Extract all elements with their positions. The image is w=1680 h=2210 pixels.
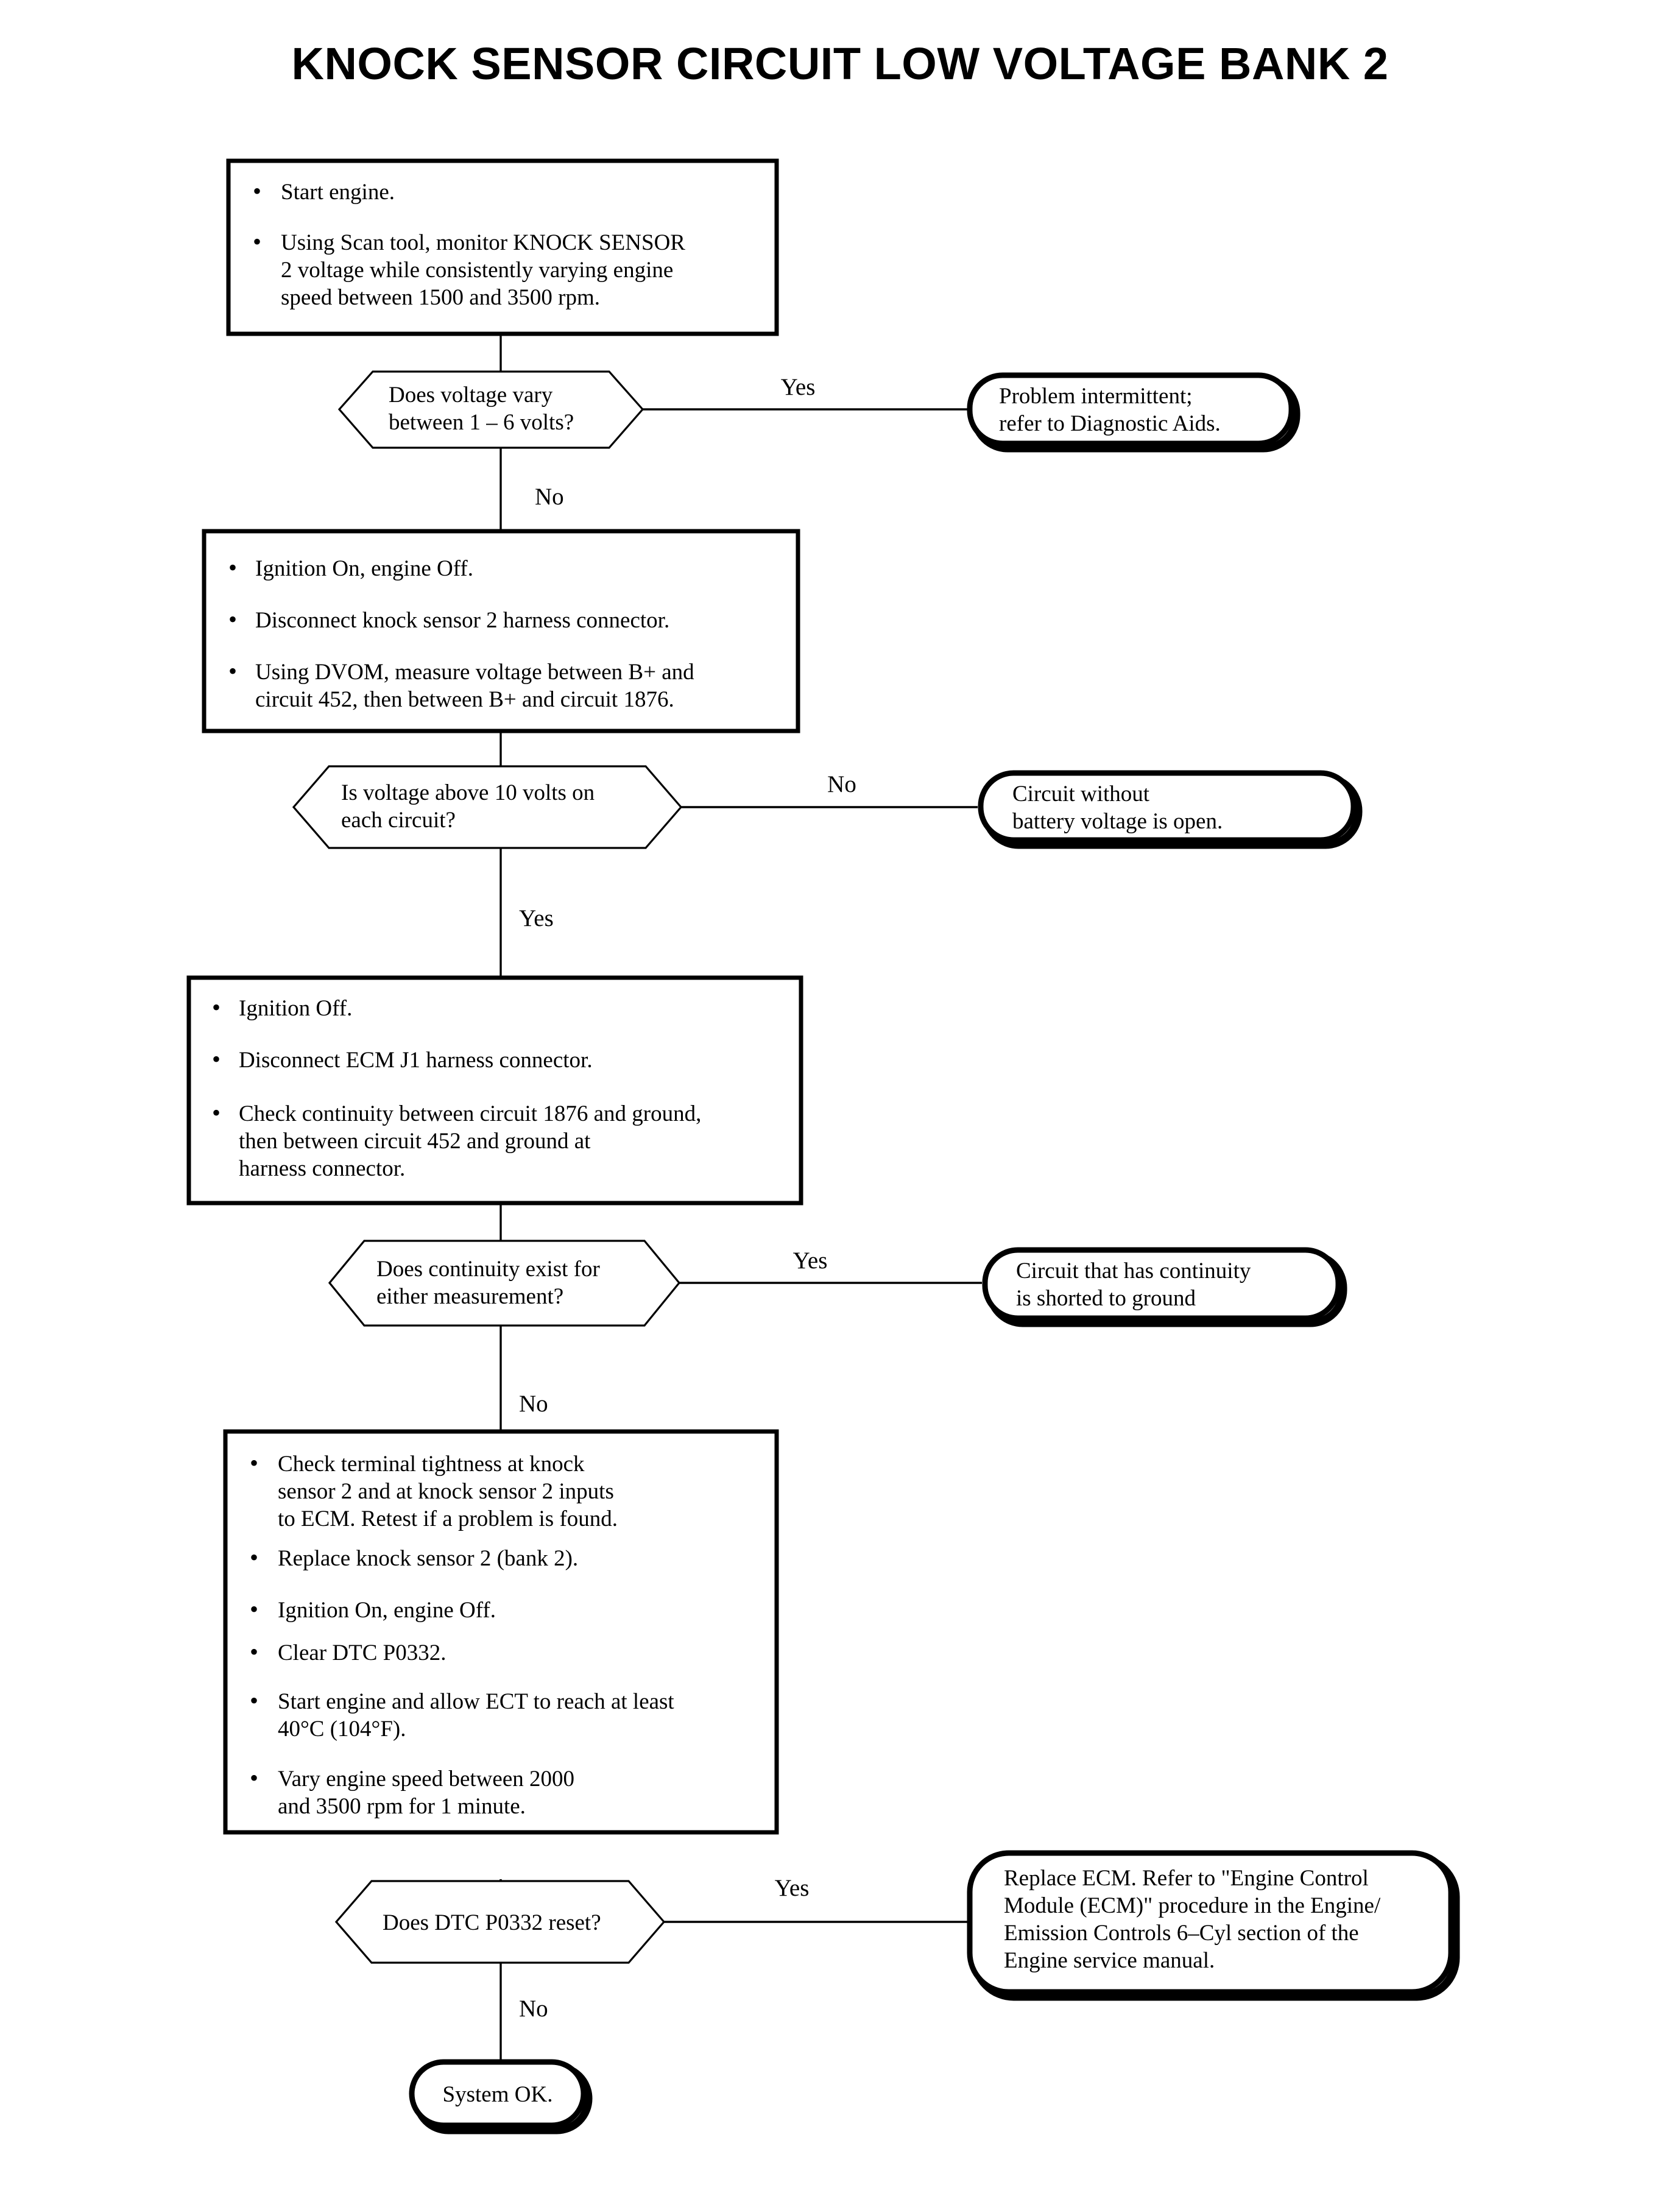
step4-bullet-2-line-0: Ignition On, engine Off.	[278, 1598, 496, 1623]
terminal1-shape	[967, 372, 1294, 447]
terminal4-line-2: Emission Controls 6–Cyl section of the	[1004, 1921, 1359, 1946]
terminal-2: Circuit without battery voltage is open.	[978, 770, 1363, 849]
terminal5-shape	[409, 2059, 587, 2128]
decision-1: Does voltage vary between 1 – 6 volts? Y…	[337, 370, 816, 510]
terminal3-line-0: Circuit that has continuity	[1016, 1259, 1251, 1283]
decision-2: Is voltage above 10 volts on each circui…	[292, 765, 856, 931]
terminal1-line-0: Problem intermittent;	[999, 384, 1193, 409]
step3-bullet-0-line-0: Ignition Off.	[239, 996, 352, 1021]
decision4-hexagon	[334, 1880, 666, 1964]
step-box-2: • Ignition On, engine Off. • Disconnect …	[202, 529, 800, 733]
decision2-hexagon	[292, 765, 683, 849]
bullet-icon: •	[253, 177, 261, 205]
terminal1-line-1: refer to Diagnostic Aids.	[999, 411, 1221, 436]
step4-bullet-0-line-0: Check terminal tightness at knock	[278, 1452, 585, 1477]
terminal2-line-1: battery voltage is open.	[1012, 809, 1223, 834]
step2-bullet-2-line-1: circuit 452, then between B+ and circuit…	[255, 687, 674, 712]
step2-rect	[202, 529, 800, 733]
step-box-4: • Check terminal tightness at knock sens…	[223, 1429, 779, 1835]
decision4-line-0: Does DTC P0332 reset?	[383, 1910, 601, 1935]
decision2-yes-label: Yes	[519, 905, 554, 931]
decision3-line-1: either measurement?	[376, 1284, 563, 1309]
step2-bullet-0-line-0: Ignition On, engine Off.	[255, 556, 473, 581]
step4-bullet-4-line-1: 40°C (104°F).	[278, 1717, 406, 1742]
bullet-icon: •	[250, 1638, 258, 1665]
step4-bullet-3-line-0: Clear DTC P0332.	[278, 1640, 446, 1665]
terminal-1: Problem intermittent; refer to Diagnosti…	[967, 372, 1301, 453]
decision1-line-1: between 1 – 6 volts?	[389, 410, 574, 435]
terminal3-line-1: is shorted to ground	[1016, 1286, 1196, 1311]
decision3-hexagon	[328, 1240, 681, 1327]
step3-bullet-2-line-1: then between circuit 452 and ground at	[239, 1129, 591, 1154]
terminal-3: Circuit that has continuity is shorted t…	[982, 1247, 1347, 1327]
terminal3-shape	[982, 1247, 1341, 1321]
step2-bullet-2-line-0: Using DVOM, measure voltage between B+ a…	[255, 660, 694, 685]
bullet-icon: •	[250, 1687, 258, 1714]
step1-bullet-0-line-0: Start engine.	[281, 180, 395, 205]
decision-3: Does continuity exist for either measure…	[328, 1240, 828, 1417]
decision3-no-label: No	[519, 1391, 548, 1417]
terminal4-line-3: Engine service manual.	[1004, 1948, 1215, 1973]
step3-bullet-2-line-2: harness connector.	[239, 1156, 405, 1181]
bullet-icon: •	[228, 657, 237, 685]
decision4-yes-label: Yes	[775, 1875, 810, 1901]
terminal5-line-0: System OK.	[443, 2082, 553, 2107]
step4-bullet-0-line-2: to ECM. Retest if a problem is found.	[278, 1506, 618, 1531]
decision4-no-label: No	[519, 1996, 548, 2022]
decision-4: Does DTC P0332 reset? Yes No	[334, 1875, 810, 2022]
step3-rect	[186, 975, 803, 1206]
terminal4-line-0: Replace ECM. Refer to "Engine Control	[1004, 1866, 1369, 1891]
step4-bullet-4-line-0: Start engine and allow ECT to reach at l…	[278, 1689, 674, 1714]
decision1-yes-label: Yes	[781, 374, 816, 400]
terminal2-line-0: Circuit without	[1012, 782, 1150, 807]
step4-bullet-5-line-0: Vary engine speed between 2000	[278, 1767, 574, 1792]
step1-bullet-1-line-2: speed between 1500 and 3500 rpm.	[281, 285, 600, 310]
terminal4-line-1: Module (ECM)" procedure in the Engine/	[1004, 1893, 1381, 1918]
step-box-3: • Ignition Off. • Disconnect ECM J1 harn…	[186, 975, 803, 1206]
bullet-icon: •	[228, 554, 237, 581]
step4-rect	[223, 1429, 779, 1835]
bullet-icon: •	[250, 1449, 258, 1477]
step4-bullet-1-line-0: Replace knock sensor 2 (bank 2).	[278, 1546, 578, 1571]
step4-bullet-0-line-1: sensor 2 and at knock sensor 2 inputs	[278, 1479, 614, 1504]
step2-bullet-1-line-0: Disconnect knock sensor 2 harness connec…	[255, 608, 669, 633]
bullet-icon: •	[250, 1595, 258, 1623]
decision2-no-label: No	[827, 771, 856, 797]
decision2-line-0: Is voltage above 10 volts on	[341, 780, 595, 805]
terminal-5: System OK.	[409, 2059, 593, 2134]
step1-bullet-1-line-0: Using Scan tool, monitor KNOCK SENSOR	[281, 230, 685, 255]
bullet-icon: •	[253, 228, 261, 255]
step3-bullet-2-line-0: Check continuity between circuit 1876 an…	[239, 1101, 701, 1126]
bullet-icon: •	[212, 1099, 221, 1126]
bullet-icon: •	[228, 605, 237, 633]
step1-rect	[226, 158, 779, 336]
page-title: KNOCK SENSOR CIRCUIT LOW VOLTAGE BANK 2	[292, 38, 1389, 89]
terminal4-shape	[967, 1850, 1454, 1995]
bullet-icon: •	[250, 1764, 258, 1792]
bullet-icon: •	[212, 1045, 221, 1073]
step1-bullet-1-line-1: 2 voltage while consistently varying eng…	[281, 258, 673, 283]
step3-bullet-1-line-0: Disconnect ECM J1 harness connector.	[239, 1048, 593, 1073]
bullet-icon: •	[250, 1544, 258, 1571]
terminal-4: Replace ECM. Refer to "Engine Control Mo…	[967, 1850, 1460, 2001]
decision1-line-0: Does voltage vary	[389, 383, 553, 408]
decision1-hexagon	[337, 370, 644, 449]
decision3-line-0: Does continuity exist for	[376, 1257, 600, 1282]
decision1-no-label: No	[535, 484, 564, 510]
decision3-yes-label: Yes	[793, 1248, 828, 1274]
terminal2-shape	[978, 770, 1357, 843]
bullet-icon: •	[212, 994, 221, 1021]
step4-bullet-5-line-1: and 3500 rpm for 1 minute.	[278, 1794, 526, 1819]
decision2-line-1: each circuit?	[341, 808, 456, 833]
step-box-1: • Start engine. • Using Scan tool, monit…	[226, 158, 779, 336]
